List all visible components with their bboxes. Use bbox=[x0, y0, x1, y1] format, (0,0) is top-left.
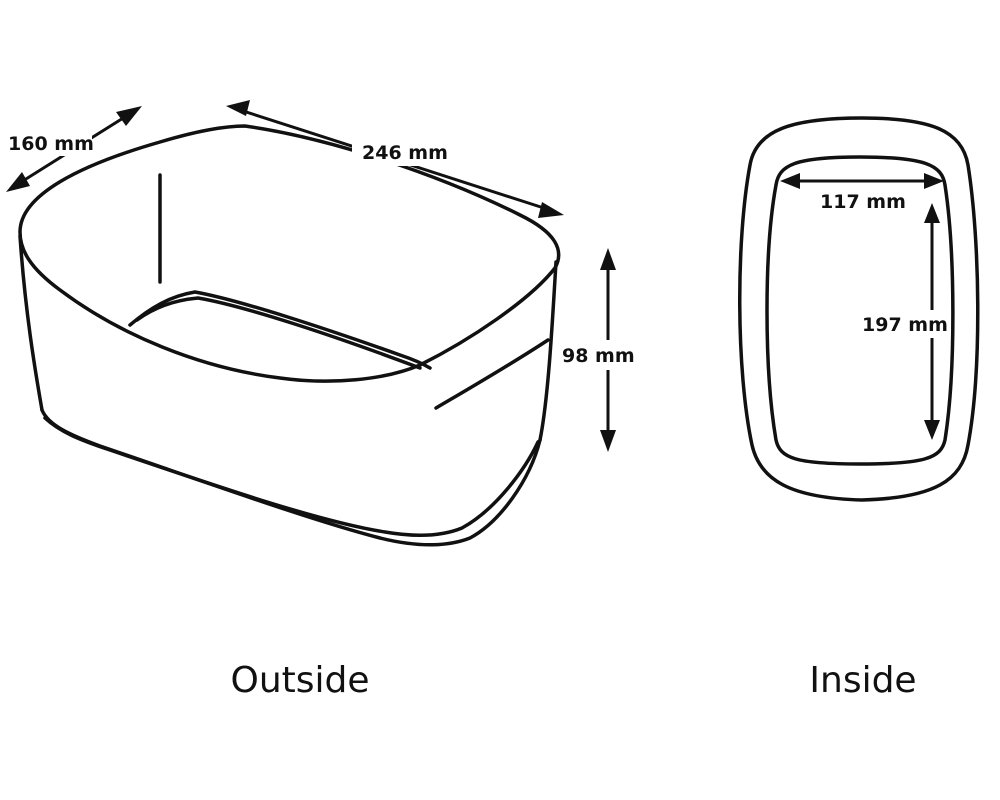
box-right-wall bbox=[538, 260, 558, 442]
outside-box-drawing bbox=[18, 124, 561, 547]
box-handle-line bbox=[434, 338, 550, 410]
dimension-inside-length: 197 mm bbox=[860, 203, 948, 440]
dimension-depth: 160 mm bbox=[6, 106, 142, 192]
dimension-width: 246 mm bbox=[226, 100, 564, 218]
box-left-wall bbox=[18, 234, 44, 412]
box-top-rim bbox=[18, 124, 561, 383]
dimension-inside-width-label: 117 mm bbox=[820, 191, 906, 213]
dimension-depth-label: 160 mm bbox=[8, 133, 94, 155]
outside-caption: Outside bbox=[230, 660, 370, 701]
box-inner-floor bbox=[128, 290, 432, 370]
dimension-height: 98 mm bbox=[560, 248, 640, 452]
tray-outer-outline bbox=[737, 116, 980, 502]
box-inner-floor-line bbox=[135, 296, 422, 370]
box-base-band bbox=[43, 416, 540, 537]
dimension-inside-length-label: 197 mm bbox=[862, 314, 948, 336]
tray-inner-outline bbox=[765, 155, 955, 466]
dimension-height-label: 98 mm bbox=[562, 345, 635, 367]
dimension-inside-width: 117 mm bbox=[780, 173, 944, 213]
inside-tray-drawing bbox=[737, 116, 980, 502]
inside-caption: Inside bbox=[809, 660, 917, 701]
dimension-width-label: 246 mm bbox=[362, 142, 448, 164]
